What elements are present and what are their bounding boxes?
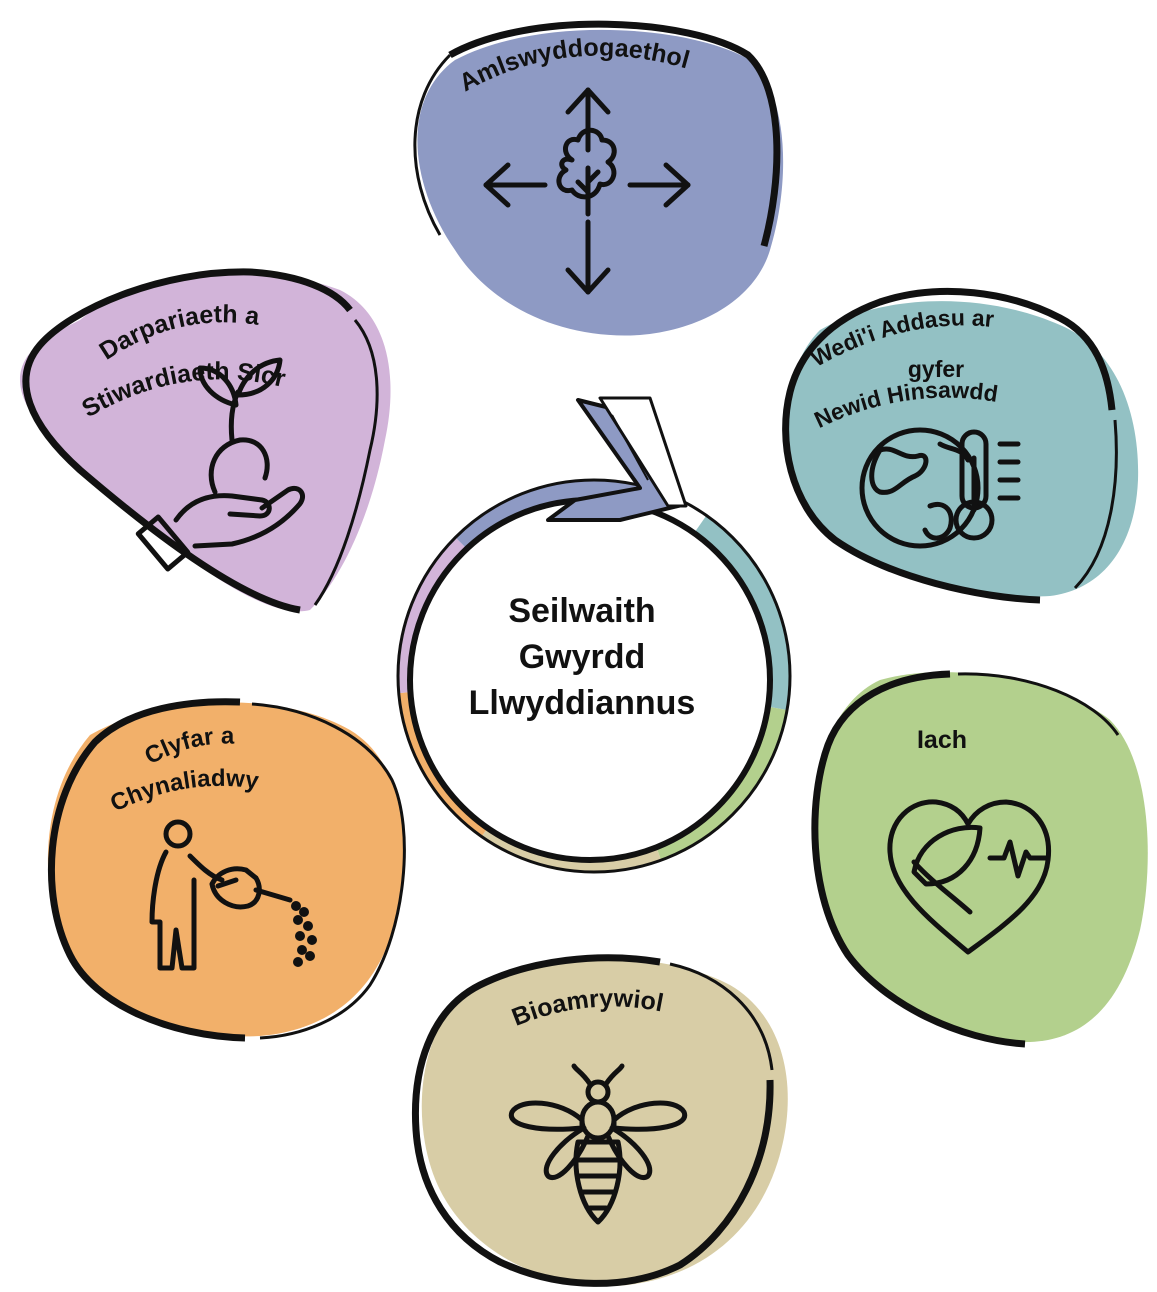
petal-biodiverse: Bioamrywiol <box>411 954 788 1287</box>
central-cycle: Seilwaith Gwyrdd Llwyddiannus <box>396 396 792 874</box>
petal-biodiverse-fill <box>421 958 788 1287</box>
tree-arrows-icon <box>483 87 691 295</box>
petal-secure-fill <box>20 273 391 612</box>
petal-smart-sustainable: Clyfar a Chynaliadwy <box>47 698 406 1042</box>
petal-secure-provision: Darpariaeth a Stiwardiaeth Sicr <box>20 268 391 614</box>
petal-healthy-fill <box>813 672 1148 1043</box>
center-title-line3: Llwyddiannus <box>469 684 696 722</box>
bee-icon <box>508 1063 688 1225</box>
climate-label-line2: gyfer <box>908 356 964 382</box>
globe-thermometer-icon <box>859 427 1021 549</box>
center-title-line2: Gwyrdd <box>519 638 646 676</box>
petal-multifunctional-outline <box>448 20 781 247</box>
heart-leaf-icon <box>887 799 1052 955</box>
healthy-label: Iach <box>917 726 967 754</box>
petal-climate-adapted: Wedi'i Addasu ar gyfer Newid Hinsawdd <box>782 287 1139 604</box>
hand-seedling-icon <box>135 357 305 572</box>
center-title-line1: Seilwaith <box>508 592 655 630</box>
petal-multifunctional: Amlswyddogaethol <box>413 20 784 336</box>
petal-healthy: Iach <box>811 670 1148 1048</box>
center-disc <box>410 500 770 860</box>
ring-outline <box>396 478 792 874</box>
person-watering-can-icon <box>149 819 317 971</box>
